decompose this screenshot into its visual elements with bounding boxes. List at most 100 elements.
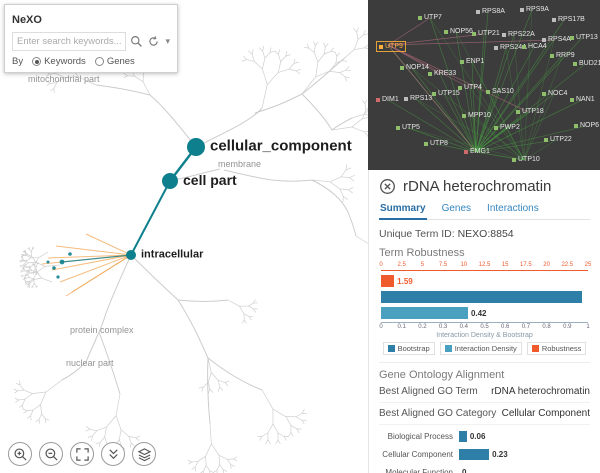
gene-node-label: UTP13 [576,34,598,41]
network-node-enp1[interactable]: ENP1 [460,58,484,65]
go-bar-track: 0 [459,467,590,473]
network-node-rrp9[interactable]: RRP9 [550,52,575,59]
network-node-mpp10[interactable]: MPP10 [462,112,491,119]
zoom-in-button[interactable] [8,442,32,466]
highlighted-path [46,138,205,279]
alignment-row-category: Best Aligned GO Category Cellular Compon… [379,403,590,425]
network-node-utp18[interactable]: UTP18 [516,108,544,115]
legend-item: Interaction Density [439,342,522,355]
fit-screen-button[interactable] [70,442,94,466]
row-value: Cellular Component [501,408,590,419]
network-node-utp21[interactable]: UTP21 [472,30,500,37]
bar [381,307,468,319]
network-node-utp8[interactable]: UTP8 [424,140,448,147]
network-node-utp4[interactable]: UTP4 [458,84,482,91]
gene-node-icon [494,125,498,130]
network-node-utp9[interactable]: UTP9 [376,41,406,52]
axis-tick: 5 [420,262,425,268]
network-node-kre33[interactable]: KRE33 [428,70,456,77]
tree-term-label[interactable]: intracellular [141,248,204,261]
gene-node-label: RPS24A [500,44,527,51]
tree-term-label[interactable]: membrane [218,159,262,169]
network-node-rps24a[interactable]: RPS24A [494,44,527,51]
gene-node-label: RPS13 [410,95,433,102]
network-node-nop56[interactable]: NOP56 [444,28,473,35]
tree-term-label[interactable]: protein complex [70,325,134,335]
radio-icon[interactable] [94,57,104,66]
axis-tick: 22.5 [561,262,574,268]
tree-term-label[interactable]: cell part [183,172,237,189]
bar [381,291,582,303]
axis-tick: 0.2 [418,324,427,330]
tab-interactions[interactable]: Interactions [487,203,539,214]
network-node-rps8a[interactable]: RPS8A [476,8,505,15]
network-node-nop14[interactable]: NOP14 [400,64,429,71]
network-node-utp15[interactable]: UTP15 [432,90,460,97]
layers-button[interactable] [132,442,156,466]
gene-node-icon [444,29,448,34]
network-node-rps4a[interactable]: RPS4A [542,36,571,43]
legend-swatch-icon [531,345,539,352]
gene-node-icon [472,31,476,36]
network-node-utp22[interactable]: UTP22 [544,136,572,143]
bar [381,275,395,287]
bar-value-label: 0.42 [470,308,487,318]
radio-icon[interactable] [32,57,42,66]
collapse-caret-icon[interactable]: ▾ [165,36,170,46]
search-mode-genes[interactable]: Genes [94,56,135,67]
bar-row-robustness: 1.59 [381,274,588,288]
network-node-nan1[interactable]: NAN1 [570,96,595,103]
gene-node-label: UTP4 [464,84,482,91]
row-label: Best Aligned GO Term [379,386,478,397]
network-node-rps22a[interactable]: RPS22A [502,31,535,38]
network-node-emg1[interactable]: EMG1 [464,148,490,155]
network-edges [387,9,587,161]
tree-term-label[interactable]: nuclear part [66,358,114,368]
gene-node-label: UTP15 [438,90,460,97]
search-icon[interactable] [130,35,143,48]
gene-node-icon [550,53,554,58]
network-node-utp5[interactable]: UTP5 [396,124,420,131]
network-node-utp13[interactable]: UTP13 [570,34,598,41]
network-node-utp10[interactable]: UTP10 [512,156,540,163]
network-node-utp7[interactable]: UTP7 [418,14,442,21]
tree-term-label[interactable]: cellular_component [210,137,352,155]
gene-node-label: KRE33 [434,70,457,77]
network-node-rps17b[interactable]: RPS17B [552,16,585,23]
network-node-pwp2[interactable]: PWP2 [494,124,520,131]
go-category-label: Biological Process [387,432,453,441]
zoom-out-button[interactable] [39,442,63,466]
network-node-bud21[interactable]: BUD21 [573,60,600,67]
close-icon[interactable] [379,178,396,195]
network-node-nop6[interactable]: NOP6 [574,122,599,129]
tree-term-label[interactable]: mitochondrial part [28,74,100,84]
network-node-rps9a[interactable]: RPS9A [520,6,549,13]
bar-value-label: 0.06 [469,432,486,441]
gene-node-icon [379,44,383,49]
axis-tick: 0.4 [459,324,468,330]
axis-tick: 17.5 [520,262,532,268]
gene-node-label: HCA4 [528,43,547,50]
gene-node-icon [522,44,526,49]
reset-search-icon[interactable] [147,35,160,48]
axis-tick: 12.5 [478,262,491,268]
search-mode-keywords[interactable]: Keywords [32,56,86,67]
axis-tick: 10 [460,262,468,268]
tab-summary[interactable]: Summary [379,200,427,220]
bar-value-label: 1.59 [397,276,413,286]
network-node-noc4[interactable]: NOC4 [542,90,567,97]
gene-node-icon [502,32,506,37]
search-input[interactable] [12,32,127,51]
network-node-hca4[interactable]: HCA4 [522,43,547,50]
tab-genes[interactable]: Genes [441,203,472,214]
network-node-sas10[interactable]: SAS10 [486,88,514,95]
axis-tick: 0.7 [521,324,531,330]
network-node-rps13[interactable]: RPS13 [404,95,432,102]
network-node-dim1[interactable]: DIM1 [376,96,399,103]
collapse-tree-button[interactable] [101,442,125,466]
gene-node-icon [570,35,574,40]
